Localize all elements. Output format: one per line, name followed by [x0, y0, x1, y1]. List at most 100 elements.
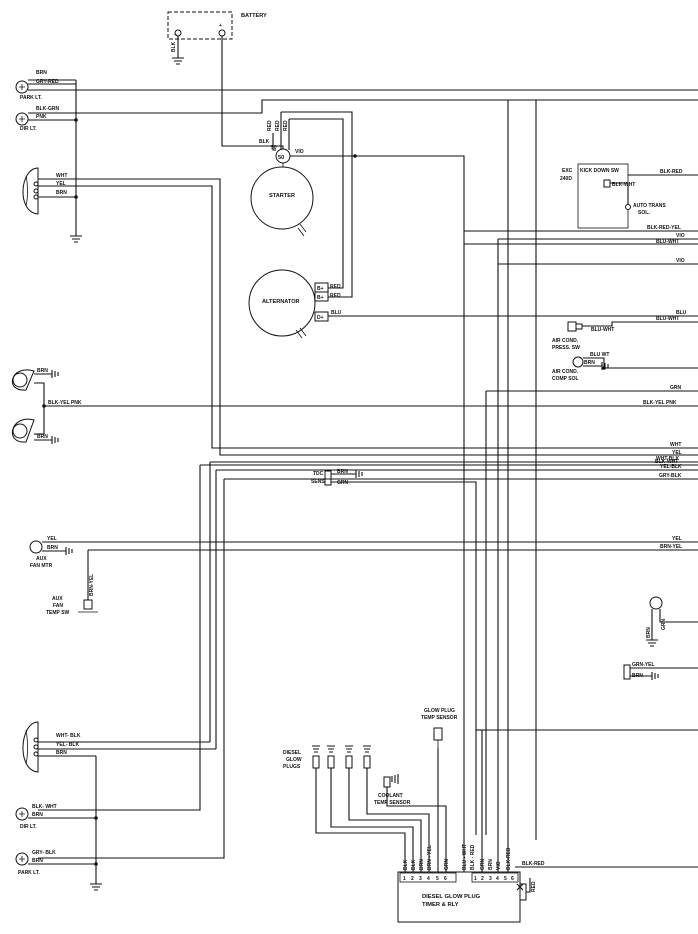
- wire-label: BRN: [32, 858, 43, 864]
- ground-icon: [355, 470, 363, 478]
- wire-label: BLU-WHT: [591, 327, 614, 333]
- starter-label: STARTER: [269, 193, 295, 199]
- dir-lamp-top: BLK-GRN PNK DIR LT.: [15, 99, 698, 132]
- glow-plug-temp-sensor: GLOW PLUG TEMP SENSOR: [421, 708, 458, 872]
- wire-label: BLU-WHT: [656, 239, 679, 245]
- component-label: AUX: [36, 556, 47, 562]
- wire-label: VIO: [676, 258, 685, 264]
- wire-label: BLK - RED: [470, 844, 476, 870]
- component-label: 240D: [560, 176, 572, 182]
- wire-label: BRN: [47, 545, 58, 551]
- component-label: GLOW PLUG: [424, 708, 455, 714]
- air-cond-press-switch: BLU-WHT BLU-WHT AIR COND. PRESS. SW: [552, 316, 698, 351]
- wire-label: RED: [330, 284, 341, 290]
- aux-fan-motor: YEL BRN AUX FAN MTR: [29, 536, 698, 569]
- wire-label: BLK- WHT: [32, 804, 57, 810]
- wire-label: BRN: [56, 190, 67, 196]
- right-connector-b: GRN-YEL BRN: [623, 662, 698, 680]
- component-label: PARK LT.: [20, 95, 42, 101]
- component-label: COOLANT: [378, 793, 403, 799]
- wire-label: GRY-RED: [36, 79, 59, 85]
- component-label: COMP SOL: [552, 376, 579, 382]
- component-label: FAN: [53, 603, 63, 609]
- glow-plug-relay: 1 2 3 4 5 6 1 2 3 4 5 6 DIESEL GLOW PLUG…: [397, 871, 527, 923]
- headlamp-top: WHT YEL BRN: [22, 167, 698, 456]
- relay-pin: 5: [436, 876, 439, 882]
- component-label: DIR LT.: [20, 824, 37, 830]
- wire-label: BRN: [419, 859, 425, 870]
- wire-label: BLK-RED-YEL: [647, 225, 681, 231]
- wire-label: WHT: [56, 173, 67, 179]
- ground-icon: [172, 57, 184, 65]
- wire-label: GRN-YEL: [632, 662, 655, 668]
- wire-label: 50: [271, 145, 277, 151]
- wire-label: RED: [267, 120, 273, 131]
- component-label: PARK LT.: [18, 870, 40, 876]
- wire-label: PNK: [36, 114, 47, 120]
- wire-label: WHT: [670, 442, 681, 448]
- wire-label: GRN: [661, 619, 667, 631]
- alternator: ALTERNATOR B+ B+ D+: [248, 269, 329, 339]
- wire-label: GRN: [480, 859, 486, 871]
- wire-label: BLK-YEL PNK: [643, 400, 677, 406]
- wire-label: BLK: [403, 859, 409, 870]
- wire-label: BRN: [37, 434, 48, 440]
- right-connector-a: BRN GRN: [646, 596, 698, 647]
- ground-icon: [651, 672, 659, 680]
- relay-pin: 2: [481, 876, 484, 882]
- ground-icon: [51, 370, 59, 378]
- wire-label: BRN: [36, 70, 47, 76]
- wire-label: RED: [330, 293, 341, 299]
- component-label: TEMP SENSOR: [421, 715, 458, 721]
- wire-label: BRN: [337, 469, 348, 475]
- component-label: SOL.: [638, 210, 650, 216]
- battery: − + BATTERY BLK: [167, 11, 284, 150]
- ground-icon: [90, 883, 102, 891]
- aux-fan-temp-switch: BRN-YEL AUX FAN TEMP SW: [46, 550, 98, 616]
- diesel-glow-plugs: DIESEL GLOW PLUGS: [283, 745, 430, 872]
- wire-label: BRN-YEL: [89, 574, 95, 596]
- component-label: AIR COND.: [552, 338, 579, 344]
- battery-label: BATTERY: [241, 13, 267, 19]
- wire-label: YEL: [672, 536, 682, 542]
- wire-label: BRN: [584, 360, 595, 366]
- wire-label: GRN: [670, 385, 682, 391]
- component-label: DIR LT.: [20, 126, 37, 132]
- wire-label: VIO: [295, 149, 304, 155]
- component-label: KICK DOWN SW: [580, 168, 619, 174]
- park-lamp-top: BRN GRY-RED PARK LT.: [15, 70, 698, 101]
- relay-pin: 2: [411, 876, 414, 882]
- component-label: EXC: [562, 168, 573, 174]
- wire-label: BLK-RED: [506, 847, 512, 870]
- wire-label: GRY- BLK: [32, 850, 56, 856]
- terminal-label: 50: [278, 155, 284, 161]
- relay-label: DIESEL GLOW PLUG: [422, 894, 481, 900]
- wire-label: WHT-BLK: [656, 456, 679, 462]
- component-label: DIESEL: [283, 750, 301, 756]
- wire-label: BLK-GRN: [36, 106, 59, 112]
- wire-label: YEL: [47, 536, 57, 542]
- wire-label: WHT- BLK: [56, 733, 81, 739]
- terminal-label: D+: [317, 315, 324, 321]
- ground-icon: [70, 235, 82, 243]
- relay-pin: 3: [419, 876, 422, 882]
- park-lamp-bottom: GRY- BLK BRN PARK LT.: [15, 850, 98, 876]
- relay-label: TIMER & RLY: [422, 902, 459, 908]
- component-label: SENS: [311, 479, 325, 485]
- component-label: TDC: [313, 471, 324, 477]
- wire-label: BLK-WHT: [612, 182, 635, 188]
- wire-label: BRN: [37, 368, 48, 374]
- horn-top: BRN: [11, 368, 59, 434]
- relay-pin: 1: [474, 876, 477, 882]
- tdc-sensor: TDC SENS BRN GRN: [311, 469, 477, 835]
- wire-label: VIO: [496, 861, 502, 870]
- svg-text:+: +: [219, 23, 222, 29]
- relay-pin: 3: [489, 876, 492, 882]
- air-cond-comp-sol: BLU WT BRN AIR COND. COMP SOL: [552, 352, 698, 382]
- wire-label: RED: [275, 120, 281, 131]
- relay-pin: 1: [403, 876, 406, 882]
- wire-label: BLK: [411, 859, 417, 870]
- component-label: AUTO TRANS: [633, 203, 666, 209]
- wire-label: BLK: [259, 139, 270, 145]
- wire-label: BRN: [646, 627, 652, 638]
